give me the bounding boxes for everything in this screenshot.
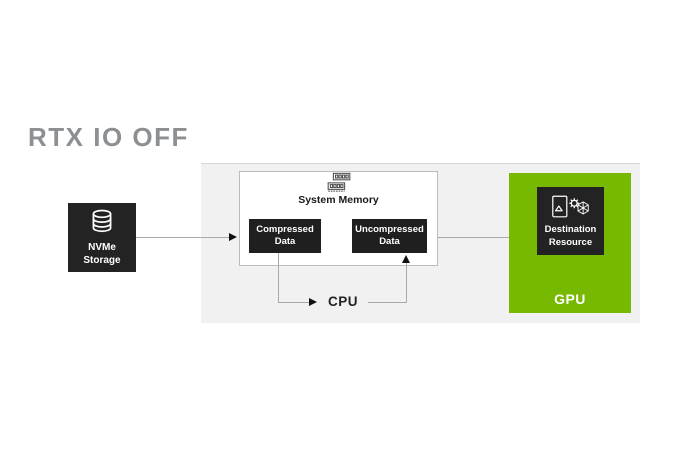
arrowhead-into-uncompressed [402, 255, 410, 263]
arrowhead-into-cpu [309, 298, 317, 306]
connector-compressed-down [278, 253, 279, 303]
page-title: RTX IO OFF [28, 122, 189, 152]
connector-to-cpu [278, 302, 309, 303]
nvme-storage-node: NVMe Storage [68, 203, 136, 272]
uncompressed-data-label: Uncompressed Data [355, 224, 424, 247]
compressed-data-label: Compressed Data [256, 224, 314, 247]
cpu-label: CPU [327, 294, 358, 309]
nvme-storage-label: NVMe Storage [83, 242, 121, 266]
database-icon [89, 208, 115, 238]
gpu-label: GPU [554, 291, 586, 307]
connector-cpu-out [368, 302, 406, 303]
destination-resource-node: Destination Resource [537, 187, 604, 255]
arrowhead-into-memory [229, 233, 237, 241]
render-target-icon [550, 193, 592, 221]
destination-resource-label: Destination Resource [544, 224, 597, 248]
uncompressed-data-node: Uncompressed Data [352, 219, 427, 253]
memory-module-icon [239, 172, 438, 192]
connector-memory-to-gpu [438, 237, 527, 238]
connector-up-to-uncompressed [406, 263, 407, 303]
connector-nvme-to-memory [136, 237, 229, 238]
compressed-data-node: Compressed Data [249, 219, 321, 253]
system-memory-label: System Memory [298, 194, 379, 206]
